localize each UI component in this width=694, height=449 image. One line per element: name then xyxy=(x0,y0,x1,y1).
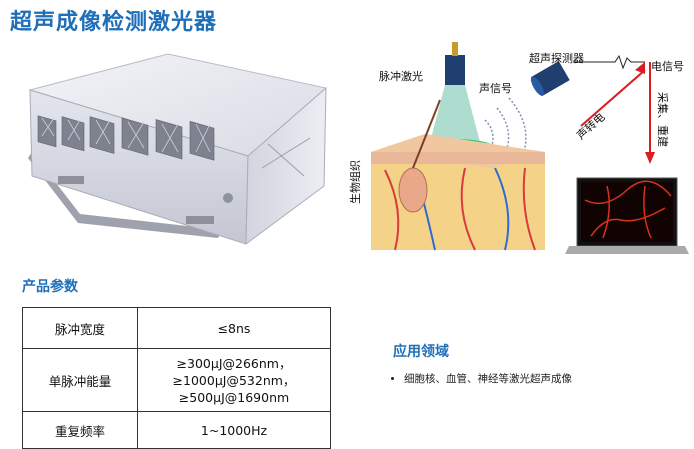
label-pulse-laser: 脉冲激光 xyxy=(379,69,423,83)
laser-device-image xyxy=(28,53,328,246)
application-title: 应用领域 xyxy=(393,344,449,360)
label-acoustic-signal: 声信号 xyxy=(479,81,512,95)
table-row: 脉冲宽度 ≤8ns xyxy=(22,307,331,349)
ultrasound-probe-icon xyxy=(530,61,570,97)
label-acoustic-detector: 超声探测器 xyxy=(529,51,584,65)
label-sound-to-electric: 声转电 xyxy=(574,110,608,142)
label-acquire-reconstruct: 采集、重建 xyxy=(656,92,670,147)
spec-value: 1~1000Hz xyxy=(137,411,331,449)
laptop-icon xyxy=(565,177,689,254)
label-electric-signal: 电信号 xyxy=(651,60,684,73)
spec-value: ≥300μJ@266nm， ≥1000μJ@532nm， ≥500μJ@1690… xyxy=(137,348,331,412)
spec-label: 单脉冲能量 xyxy=(22,348,138,412)
product-params-title: 产品参数 xyxy=(22,279,78,295)
label-bio-tissue: 生物组织 xyxy=(348,160,362,204)
page-title: 超声成像检测激光器 xyxy=(10,10,218,35)
table-row: 重复频率 1~1000Hz xyxy=(22,411,331,449)
laser-head-icon xyxy=(445,55,465,85)
spec-label: 重复频率 xyxy=(22,411,138,449)
photoacoustic-diagram: 脉冲激光 声信号 超声探测器 电信号 声转电 采集、重建 生物组织 xyxy=(348,42,689,254)
spec-value: ≤8ns xyxy=(137,307,331,349)
spec-label: 脉冲宽度 xyxy=(22,307,138,349)
table-row: 单脉冲能量 ≥300μJ@266nm， ≥1000μJ@532nm， ≥500μ… xyxy=(22,348,331,412)
list-item: 细胞核、血管、神经等激光超声成像 xyxy=(404,371,572,386)
application-list: 细胞核、血管、神经等激光超声成像 xyxy=(388,371,572,386)
spec-table: 脉冲宽度 ≤8ns 单脉冲能量 ≥300μJ@266nm， ≥1000μJ@53… xyxy=(22,307,331,449)
